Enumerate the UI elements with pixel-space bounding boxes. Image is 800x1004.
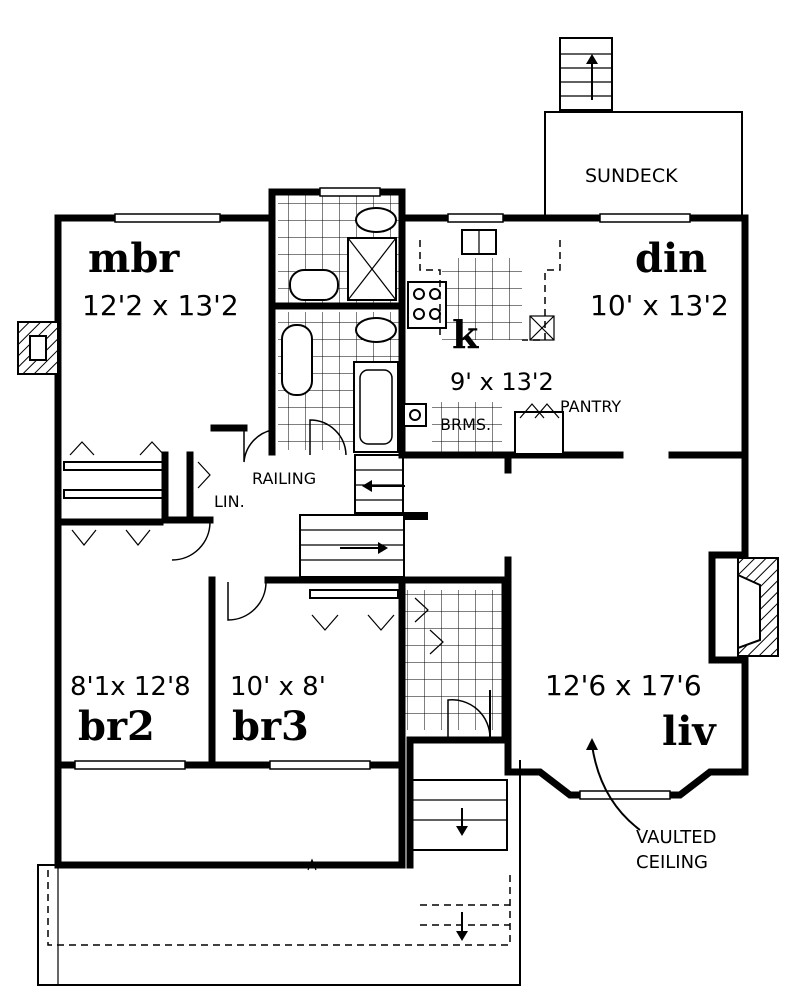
fireplace — [737, 557, 779, 657]
vaulted-label-line2: CEILING — [636, 852, 708, 873]
room-dims-br2: 8'1x 12'8 — [70, 672, 191, 702]
stairs — [299, 454, 508, 851]
room-name-br3: br3 — [232, 703, 309, 750]
railing-label: RAILING — [252, 469, 316, 488]
closet-doors — [63, 441, 444, 655]
room-dims-liv: 12'6 x 17'6 — [545, 669, 702, 702]
chimney — [17, 321, 59, 375]
kitchen-fixtures — [403, 229, 564, 455]
vaulted-arrow — [586, 738, 641, 831]
windows — [74, 187, 691, 800]
room-dims-mbr: 12'2 x 13'2 — [82, 289, 239, 322]
room-name-mbr: mbr — [88, 235, 180, 282]
vaulted-label-line1: VAULTED — [636, 827, 716, 848]
lin-label: LIN. — [214, 492, 245, 511]
pantry-label: PANTRY — [560, 397, 621, 416]
bathroom-fixtures — [281, 207, 399, 453]
room-dims-br3: 10' x 8' — [230, 672, 326, 702]
room-name-liv: liv — [662, 708, 717, 755]
door-swings — [171, 419, 491, 739]
lower-deck — [37, 760, 521, 986]
sundeck — [544, 37, 743, 215]
room-name-br2: br2 — [78, 703, 155, 750]
brms-label: BRMS. — [440, 415, 491, 434]
room-dims-kitchen: 9' x 13'2 — [450, 368, 554, 396]
room-name-kitchen: k — [452, 312, 479, 357]
room-dims-din: 10' x 13'2 — [590, 289, 729, 322]
room-name-din: din — [635, 235, 707, 282]
sundeck-label: SUNDECK — [585, 165, 678, 187]
